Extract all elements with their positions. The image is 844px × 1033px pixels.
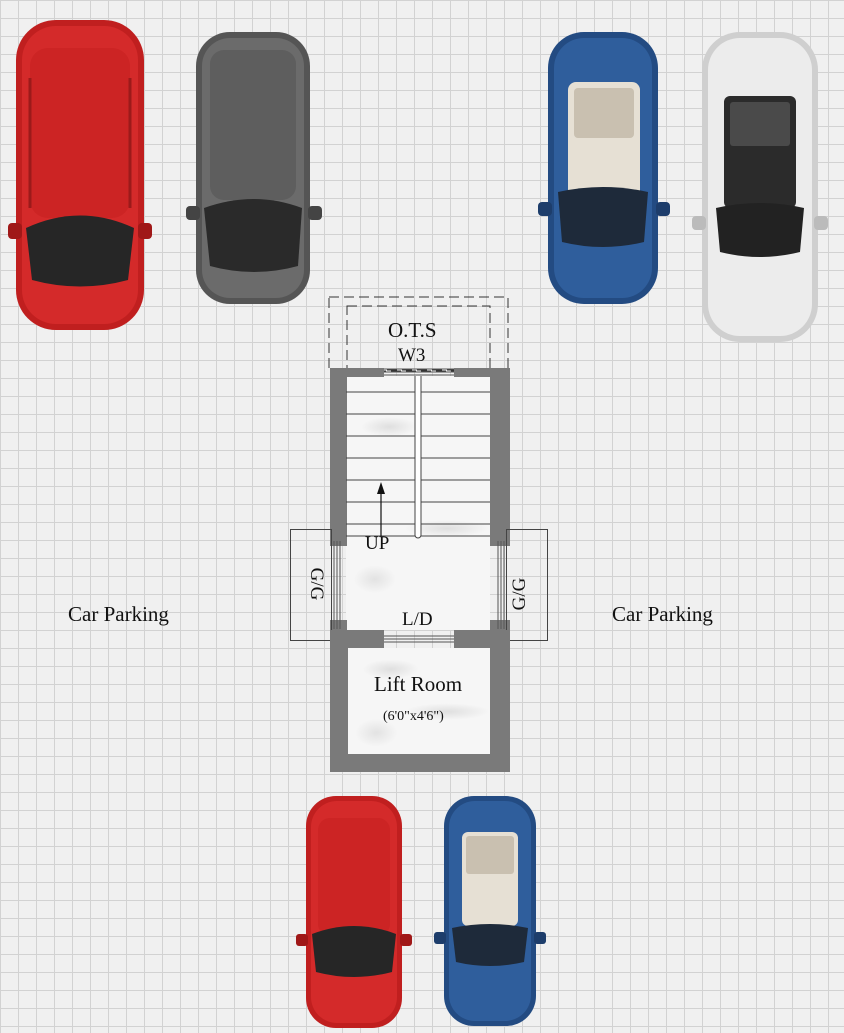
lift-room-label: Lift Room xyxy=(374,672,463,696)
w3-label: W3 xyxy=(398,345,426,366)
lift-wall-left xyxy=(330,630,348,772)
car-blue-bottom xyxy=(434,796,546,1026)
car-parking-right-label: Car Parking xyxy=(612,602,713,626)
ots-outline xyxy=(328,296,509,372)
window-w3 xyxy=(384,368,454,376)
ld-label: L/D xyxy=(402,609,433,630)
gg-left-label: G/G xyxy=(306,567,327,601)
lift-size-label: (6'0"x4'6") xyxy=(383,709,444,724)
up-label: UP xyxy=(365,533,390,554)
stair-steps xyxy=(346,376,490,539)
car-white-top-right xyxy=(692,32,828,342)
gg-right-panel xyxy=(497,529,548,641)
car-grey-top xyxy=(186,32,322,304)
lift-wall-right xyxy=(490,630,510,772)
stair-wall-right xyxy=(490,368,510,546)
lift-room-floor xyxy=(348,648,490,754)
lift-wall-bottom xyxy=(330,754,510,772)
car-red-top-left xyxy=(8,20,152,330)
car-parking-left-label: Car Parking xyxy=(68,602,169,626)
car-blue-top xyxy=(538,32,670,304)
stair-wall-left xyxy=(330,368,347,546)
ots-label: O.T.S xyxy=(388,318,437,342)
car-red-bottom xyxy=(296,796,412,1028)
gg-right-label: G/G xyxy=(509,577,530,611)
stair-wall-top-left xyxy=(330,368,384,377)
lift-door-ld xyxy=(384,635,454,643)
stair-wall-right-lower xyxy=(490,620,510,632)
stair-wall-top-right xyxy=(454,368,510,377)
gg-left-panel xyxy=(290,529,341,641)
